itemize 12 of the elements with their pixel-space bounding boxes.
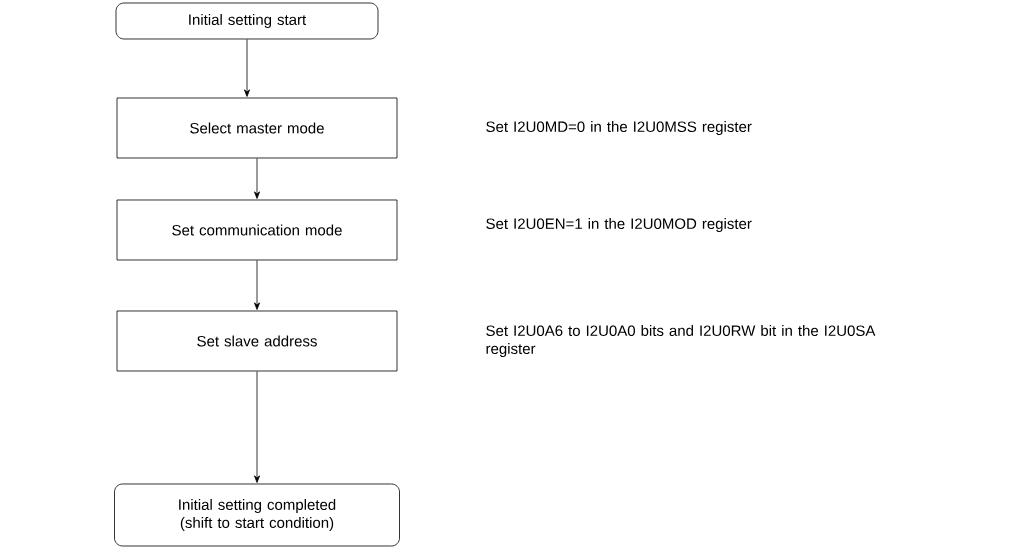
process-box: Select master mode (116, 97, 398, 159)
note-text: Set I2U0MD=0 in the I2U0MSS register (486, 121, 752, 135)
process-box: Set communication mode (116, 199, 398, 261)
note-text: Set I2U0A6 to I2U0A0 bits and I2U0RW bit in the I2U0SA register (486, 325, 876, 357)
terminal-box: Initial setting start (115, 2, 379, 40)
process-box: Set slave address (116, 310, 398, 372)
note-text: Set I2U0EN=1 in the I2U0MOD register (486, 218, 752, 232)
arrow (254, 158, 260, 199)
arrow (244, 39, 250, 97)
terminal-box: Initial setting completed (shift to start condition) (114, 483, 400, 547)
arrow (254, 371, 260, 483)
arrow (254, 260, 260, 310)
